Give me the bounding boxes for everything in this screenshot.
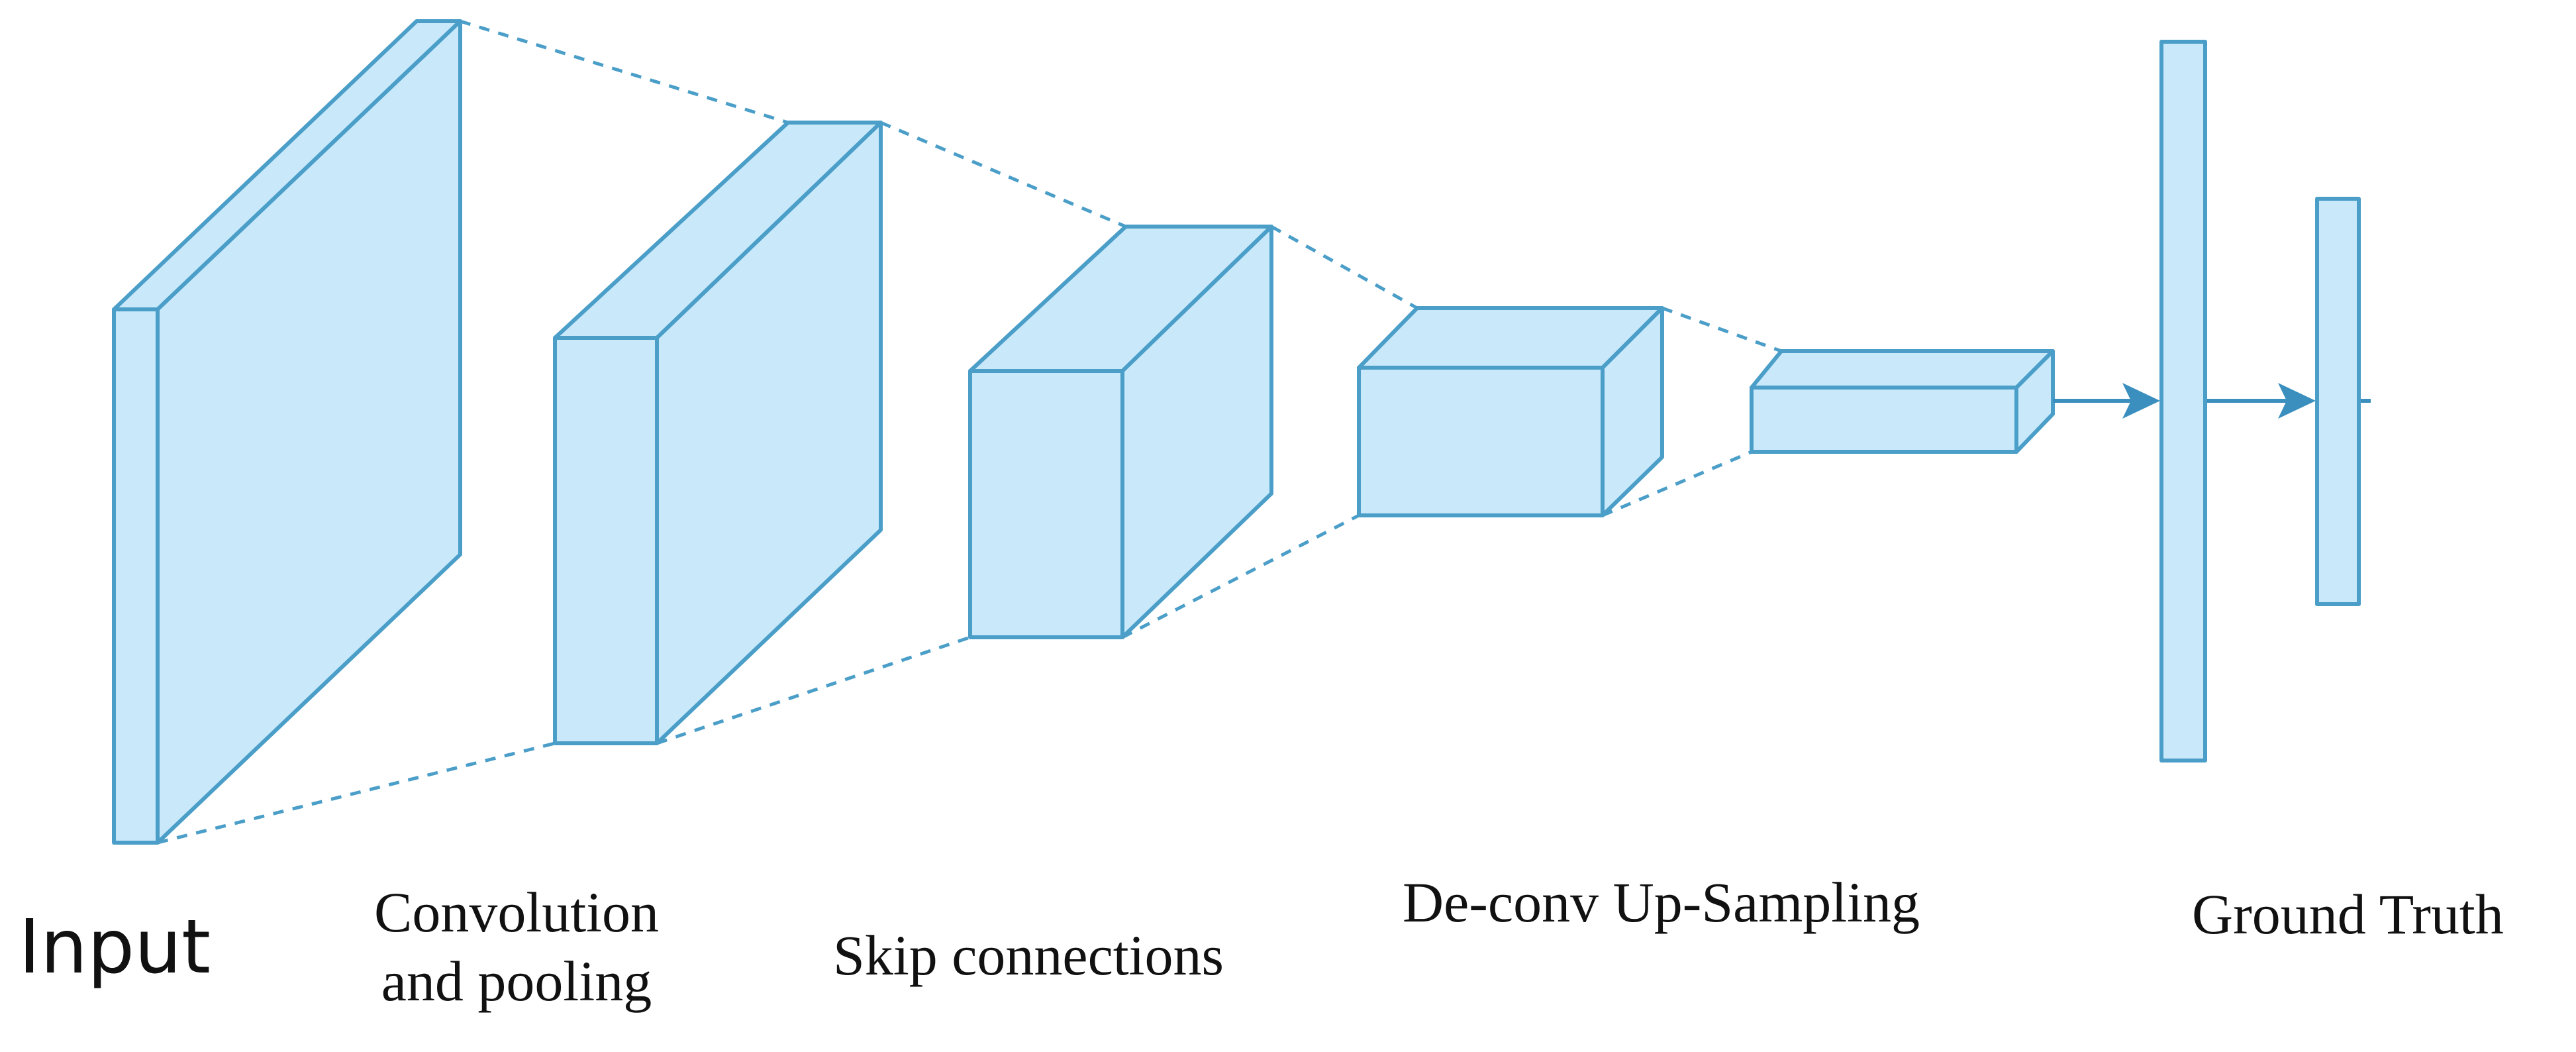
skip-connections-label: Skip connections xyxy=(833,923,1224,987)
deconv-block-front xyxy=(1357,366,1605,517)
arrow-head-1 xyxy=(2122,383,2160,419)
conv-block-1-front xyxy=(553,336,659,745)
upsampling-block-front xyxy=(1750,386,2018,454)
connector-bottom-3 xyxy=(1121,513,1360,639)
connector-bottom-2 xyxy=(656,635,971,745)
input-block xyxy=(112,19,462,845)
connector-top-4 xyxy=(1661,306,1782,353)
connector-top-1 xyxy=(460,19,789,125)
ground-truth-label: Ground Truth xyxy=(2192,882,2504,946)
skip-block-front xyxy=(968,369,1124,639)
output-bar-tall xyxy=(2159,40,2207,763)
ground-truth-bar xyxy=(2315,197,2361,606)
connector-top-2 xyxy=(880,121,1126,229)
dashed-connectors xyxy=(157,19,1782,845)
skip-block xyxy=(968,225,1273,639)
upsampling-block-top xyxy=(1750,349,2055,390)
conv-label-line-2: and pooling xyxy=(381,949,652,1013)
input-block-front xyxy=(112,307,160,845)
connector-bottom-4 xyxy=(1602,450,1752,517)
arrow-to-output-1 xyxy=(2053,383,2160,419)
connector-top-3 xyxy=(1270,225,1418,310)
upsampling-block xyxy=(1750,349,2055,454)
deconv-block xyxy=(1357,306,1664,517)
connector-bottom-1 xyxy=(157,741,556,845)
input-label: Input xyxy=(19,904,211,990)
arrow-head-2 xyxy=(2278,383,2316,419)
conv-block-1 xyxy=(553,121,883,745)
deconv-upsampling-label: De-conv Up-Sampling xyxy=(1403,870,1920,934)
conv-label-line-1: Convolution xyxy=(373,880,660,944)
conv-pooling-label: Convolution and pooling xyxy=(331,878,702,1016)
